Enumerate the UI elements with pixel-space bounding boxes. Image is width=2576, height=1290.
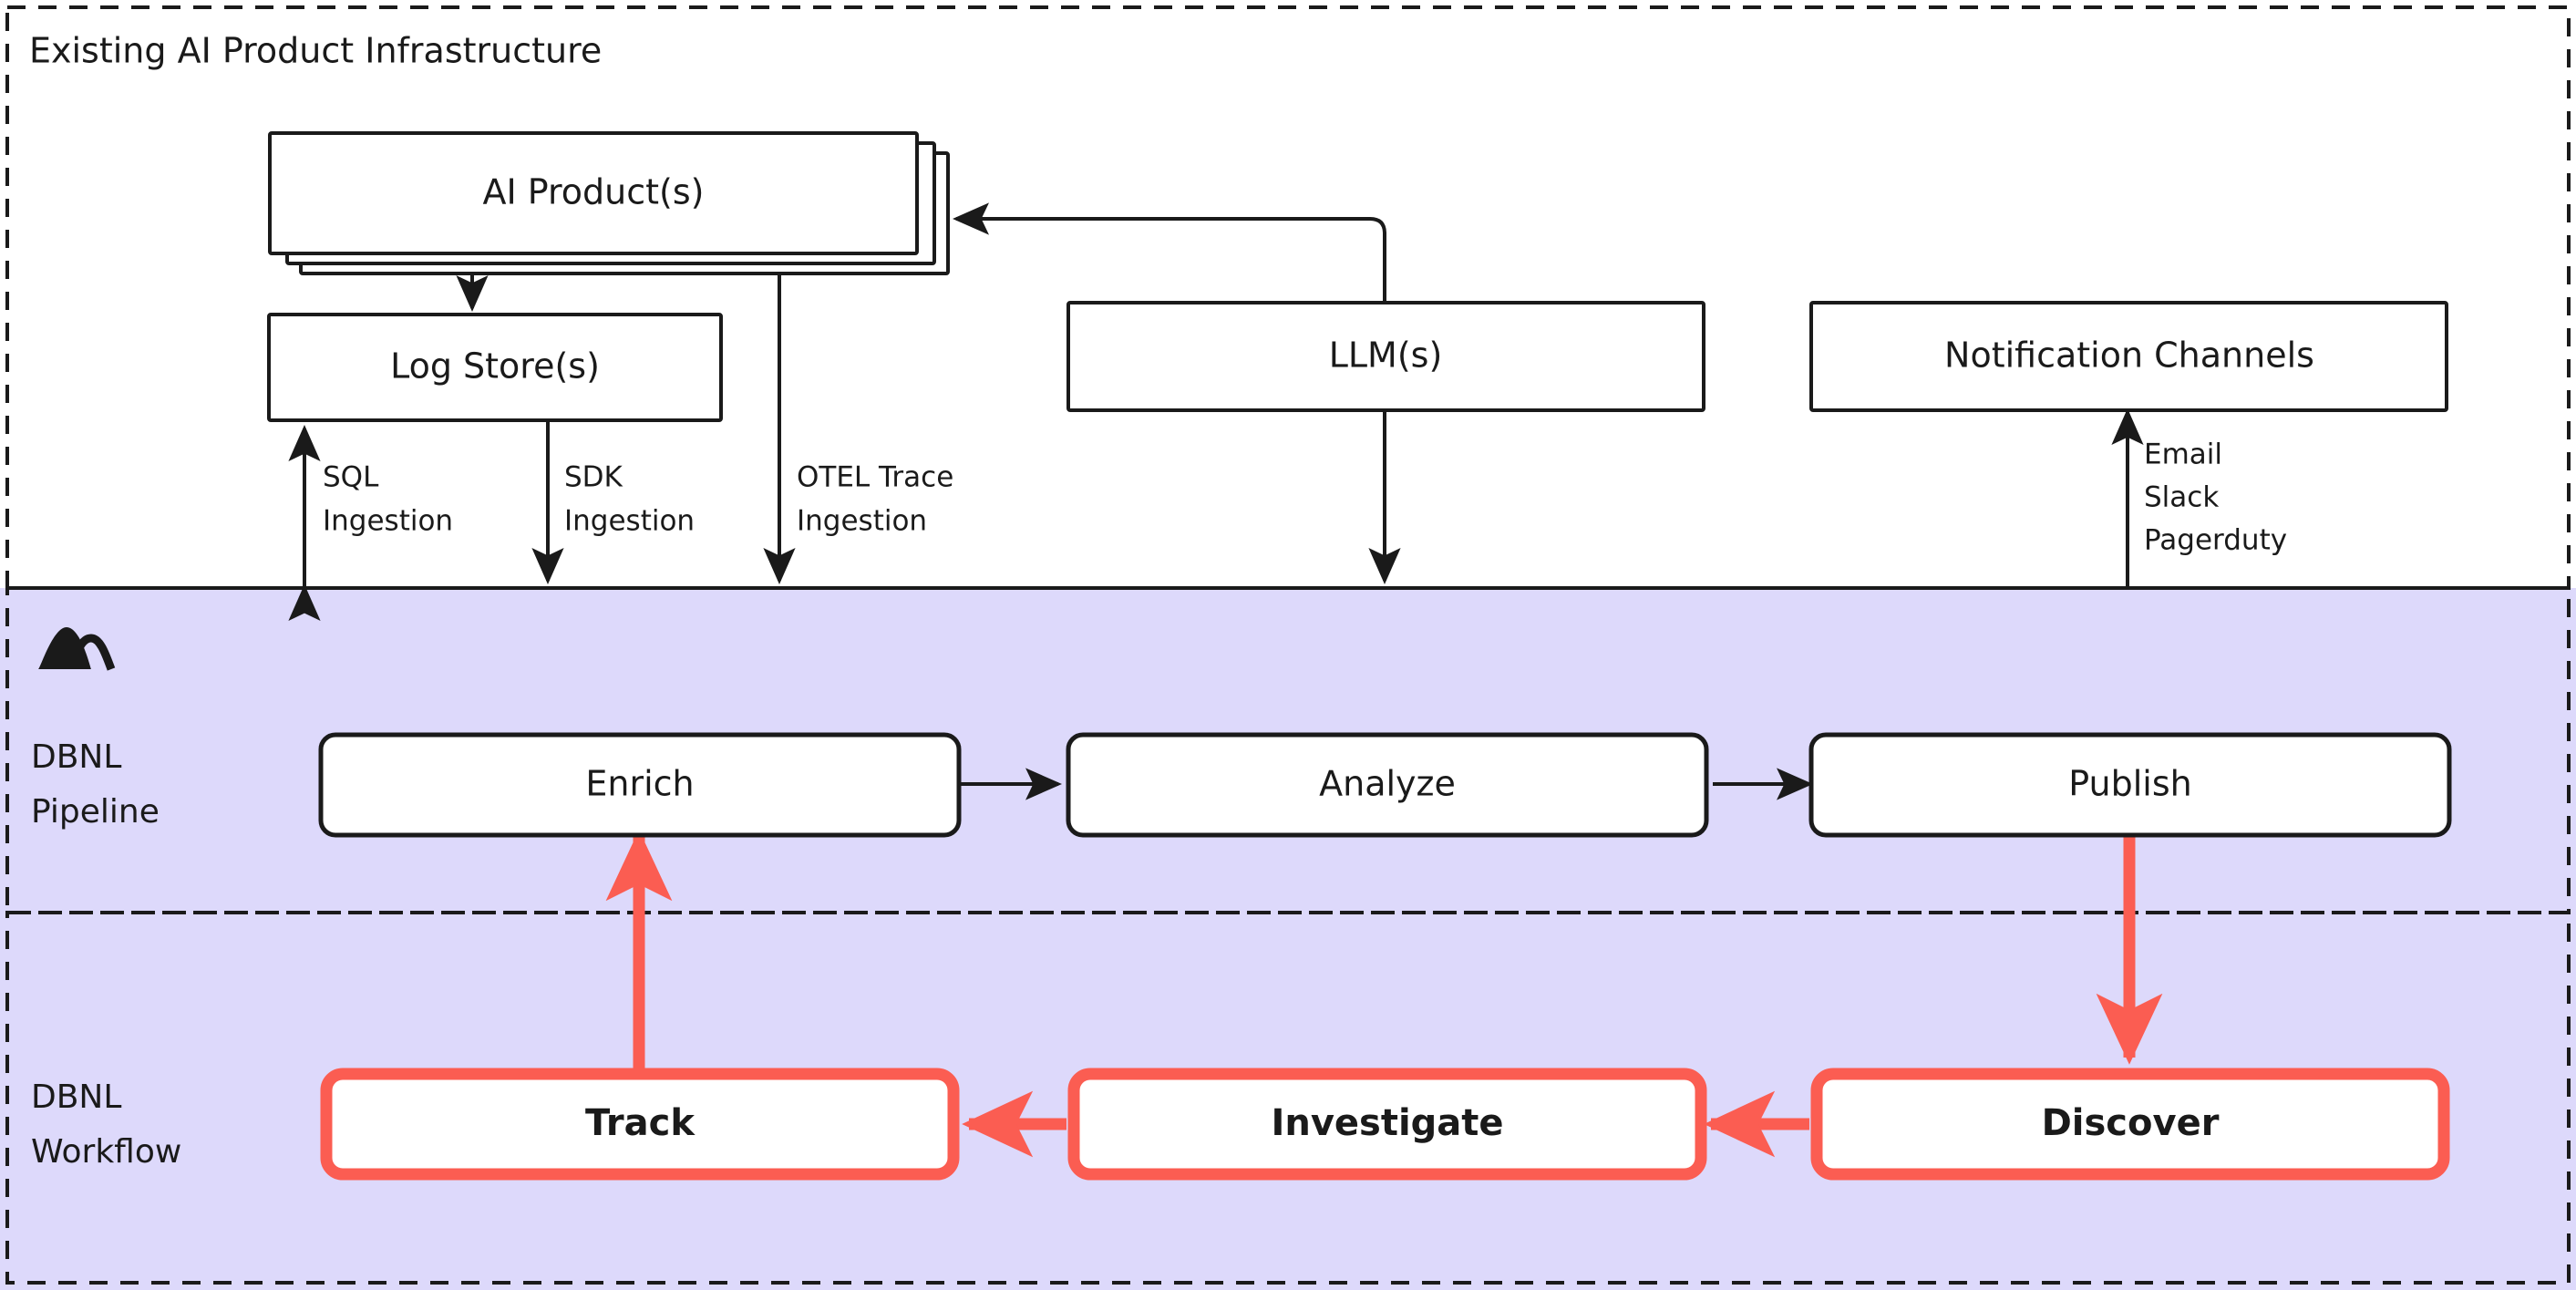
workflow-section-border [5,911,2571,1285]
otel-trace-ingestion-label-line2: Ingestion [797,505,927,538]
notification-method-pagerduty: Pagerduty [2144,524,2287,557]
investigate-node[interactable] [1067,1068,1707,1181]
pipeline-band-label-line1: DBNL [31,738,121,776]
notification-method-slack: Slack [2144,481,2219,514]
log-store-node[interactable] [267,313,723,422]
discover-node[interactable] [1810,1068,2450,1181]
discover-label: Discover [2042,1102,2220,1144]
llm-label: LLM(s) [1329,335,1443,376]
analyze-node[interactable] [1066,732,1709,838]
notification-channels-label: Notification Channels [1944,335,2314,376]
page-title: Existing AI Product Infrastructure [29,31,602,71]
llm-node[interactable] [1066,301,1705,412]
ai-product-label: AI Product(s) [482,172,704,212]
edge-llm-to-ai-product [953,202,1386,301]
investigate-label: Investigate [1271,1102,1503,1144]
infrastructure-band-background [0,0,2576,588]
infrastructure-section-border [5,5,2571,590]
pipeline-band-label-line2: Pipeline [31,793,160,831]
log-store-label: Log Store(s) [390,346,600,387]
workflow-band-label-line2: Workflow [31,1133,181,1171]
sql-ingestion-label-line1: SQL [323,461,379,494]
dbnl-logo-icon [38,627,116,671]
enrich-label: Enrich [585,764,694,804]
sdk-ingestion-label-line2: Ingestion [564,505,695,538]
otel-trace-ingestion-label-line1: OTEL Trace [797,461,953,494]
notification-channels-node[interactable] [1809,301,2448,412]
workflow-band-label-line1: DBNL [31,1078,121,1116]
ai-product-node[interactable] [268,131,919,255]
analyze-label: Analyze [1319,764,1456,804]
sdk-ingestion-label-line1: SDK [564,461,623,494]
publish-node[interactable] [1808,732,2452,838]
track-label: Track [585,1102,696,1144]
notification-method-email: Email [2144,439,2222,471]
publish-label: Publish [2068,764,2191,804]
track-node[interactable] [320,1068,960,1181]
sql-ingestion-label-line2: Ingestion [323,505,453,538]
enrich-node[interactable] [318,732,962,838]
